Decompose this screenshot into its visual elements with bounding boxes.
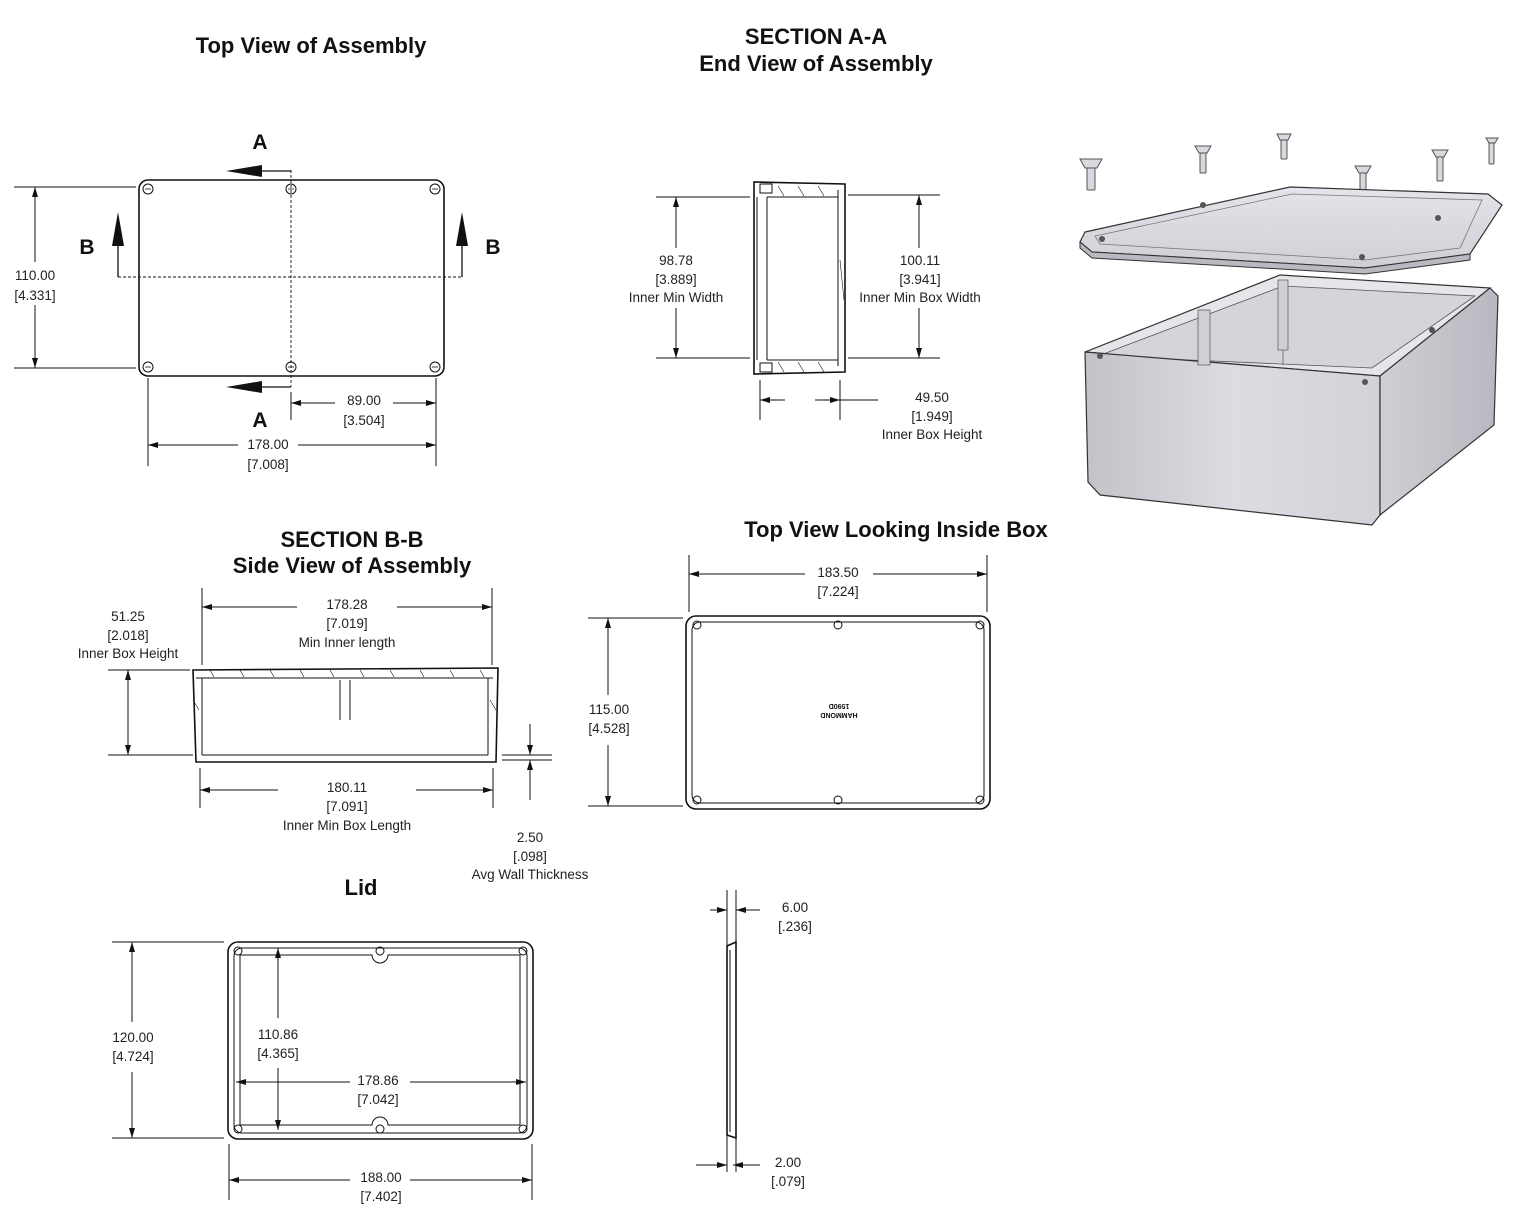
side-wall-mm: 2.50 [517,830,543,845]
lid-profile-drawing [696,890,760,1172]
top-view-drawing [112,165,468,393]
section-b-label-left: B [79,236,94,259]
lid-thickness-in: [.236] [778,919,812,934]
side-box-length-in: [7.091] [326,799,367,814]
top-height-mm: 110.00 [15,268,55,283]
lid-inner-h-in: [4.365] [257,1046,298,1061]
top-view-title: Top View of Assembly [196,33,427,58]
lid-width-mm: 188.00 [360,1170,401,1185]
molded-marking-brand: HAMMOND [820,711,857,718]
top-width-in: [7.008] [247,457,288,472]
inside-view-dimensions [588,555,988,807]
lid-inner-w-in: [7.042] [357,1092,398,1107]
section-b-label-right: B [485,236,500,259]
isometric-assembly-illustration [1079,133,1503,526]
section-aa-title: SECTION A-A [745,24,887,49]
side-min-inner-label: Min Inner length [299,635,396,650]
end-min-width-in: [3.889] [655,272,696,287]
side-height-label: Inner Box Height [78,646,179,661]
side-box-length-label: Inner Min Box Length [283,818,411,833]
lid-width-in: [7.402] [360,1189,401,1204]
top-width-mm: 178.00 [247,437,288,452]
side-height-in: [2.018] [107,628,148,643]
end-box-width-label: Inner Min Box Width [859,290,981,305]
inside-view-drawing: HAMMOND 1590D [685,615,991,810]
inside-height-mm: 115.00 [589,702,629,717]
lid-height-in: [4.724] [112,1049,153,1064]
end-box-width-mm: 100.11 [900,253,940,268]
molded-marking-model: 1590D [829,702,850,709]
side-wall-in: [.098] [513,849,547,864]
end-height-label: Inner Box Height [882,427,983,442]
inside-height-in: [4.528] [588,721,629,736]
end-min-width-mm: 98.78 [659,253,693,268]
top-half-in: [3.504] [343,413,384,428]
side-wall-label: Avg Wall Thickness [472,867,589,882]
end-height-mm: 49.50 [915,390,949,405]
inside-width-mm: 183.50 [817,565,858,580]
inside-view-title: Top View Looking Inside Box [744,517,1048,542]
top-view-dimensions [14,186,437,466]
top-half-mm: 89.00 [347,393,381,408]
lid-thickness-mm: 6.00 [782,900,808,915]
lid-inner-w-mm: 178.86 [357,1073,398,1088]
side-box-length-mm: 180.11 [327,780,367,795]
lid-inner-h-mm: 110.86 [258,1027,298,1042]
lid-plate-in: [.079] [771,1174,805,1189]
end-height-in: [1.949] [911,409,952,424]
lid-dimensions [112,941,533,1200]
end-min-width-label: Inner Min Width [629,290,724,305]
lid-plate-mm: 2.00 [775,1155,801,1170]
lid-drawing [227,941,534,1140]
side-min-inner-mm: 178.28 [326,597,367,612]
section-bb-subtitle: Side View of Assembly [233,553,472,578]
section-bb-title: SECTION B-B [281,527,424,552]
end-view-drawing [753,181,846,375]
section-a-label-top: A [252,131,267,154]
side-view-drawing [192,667,499,763]
side-view-dimensions [108,588,552,808]
end-view-dimensions [656,194,940,420]
side-min-inner-in: [7.019] [326,616,367,631]
inside-width-in: [7.224] [817,584,858,599]
end-box-width-in: [3.941] [899,272,940,287]
top-height-in: [4.331] [14,288,55,303]
side-height-mm: 51.25 [111,609,145,624]
section-aa-subtitle: End View of Assembly [699,51,933,76]
lid-title: Lid [345,875,378,900]
lid-height-mm: 120.00 [112,1030,153,1045]
section-a-label-bottom: A [252,409,267,432]
